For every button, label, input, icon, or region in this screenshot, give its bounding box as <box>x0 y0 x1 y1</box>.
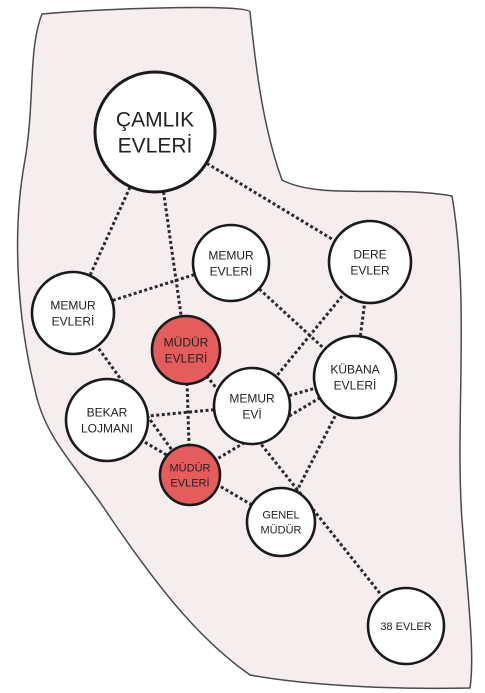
node-bekar-lojmani: BEKAR LOJMANI <box>64 377 150 463</box>
node-dere-evler: DERE EVLER <box>327 219 413 305</box>
node-mudur-evleri-top: MÜDÜR EVLERİ <box>150 314 222 386</box>
node-circle <box>93 70 217 194</box>
node-label: KÜBANA <box>330 362 379 376</box>
node-mudur-evleri-bottom: MÜDÜR EVLERİ <box>158 443 222 507</box>
node-memur-evleri-center: MEMUR EVLERİ <box>191 223 271 303</box>
node-label: EVLERİ <box>170 476 209 489</box>
node-label: DERE <box>353 247 386 261</box>
node-circle <box>158 443 222 507</box>
node-circle <box>245 486 317 558</box>
node-label: EVLERİ <box>52 314 95 328</box>
node-memur-evleri-left: MEMUR EVLERİ <box>30 270 116 356</box>
node-genel-mudur: GENEL MÜDÜR <box>245 486 317 558</box>
node-circle <box>312 334 398 420</box>
node-label: LOJMANI <box>81 421 133 435</box>
node-38-evler: 38 EVLER <box>366 586 446 666</box>
node-circle <box>327 219 413 305</box>
node-label: EVLERİ <box>165 351 208 365</box>
node-label: MÜDÜR <box>164 335 209 349</box>
node-label: BEKAR <box>87 405 128 419</box>
connection-line-mudur-evleri-top-to-mudur-evleri-bottom <box>184 349 192 476</box>
node-camlik: ÇAMLIK EVLERİ <box>93 70 217 194</box>
node-label: ÇAMLIK <box>116 109 194 132</box>
connection-line-camlik-to-mudur-evleri-top <box>153 131 188 351</box>
node-circle <box>150 314 222 386</box>
node-label: EVLERİ <box>210 264 253 278</box>
node-label: GENEL <box>262 509 299 521</box>
nodes-group: ÇAMLIK EVLERİ MEMUR EVLERİ DERE EVLER MEMUR EVL… <box>30 70 446 666</box>
node-label: MÜDÜR <box>170 462 211 474</box>
node-circle <box>30 270 116 356</box>
node-label: EVLERİ <box>334 378 377 392</box>
node-circle <box>191 223 271 303</box>
node-label: MEMUR <box>208 248 254 262</box>
node-circle <box>212 366 292 446</box>
connection-line-mudur-evleri-top-to-38-evler <box>184 349 408 627</box>
node-label: MEMUR <box>229 391 275 405</box>
node-label: 38 EVLER <box>380 621 431 633</box>
node-label: EVLERİ <box>118 135 193 158</box>
node-label: MÜDÜR <box>261 524 302 536</box>
node-label: EVİ <box>242 407 261 421</box>
node-label: MEMUR <box>50 298 96 312</box>
node-memur-evi: MEMUR EVİ <box>212 366 292 446</box>
node-kubana-evleri: KÜBANA EVLERİ <box>312 334 398 420</box>
node-label: EVLER <box>350 263 390 277</box>
node-circle <box>366 586 446 666</box>
node-circle <box>64 377 150 463</box>
